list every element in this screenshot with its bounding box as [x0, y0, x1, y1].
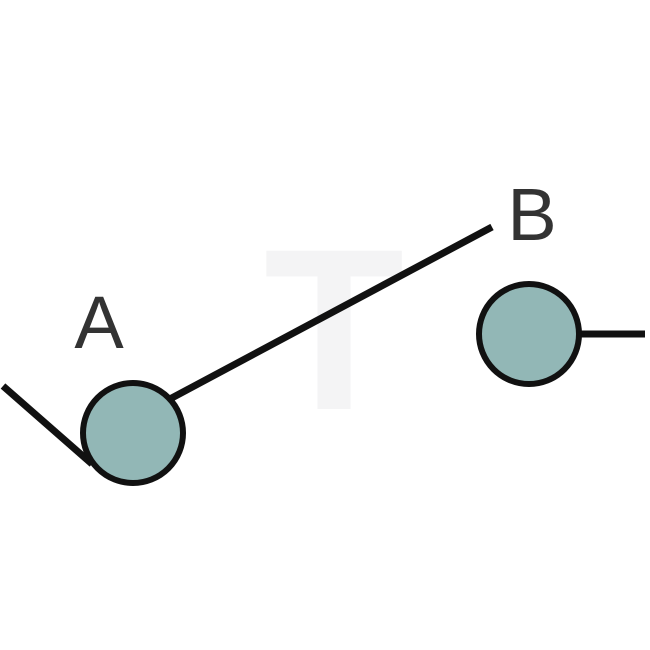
edge-a-to-b-direction — [166, 223, 494, 404]
node-label-a: A — [74, 281, 124, 364]
watermark-letter-t: T — [264, 201, 405, 458]
edge-a-tail — [0, 383, 95, 467]
node-circle-b — [476, 281, 582, 387]
node-label-b: B — [507, 173, 556, 256]
node-circle-a — [80, 380, 186, 486]
